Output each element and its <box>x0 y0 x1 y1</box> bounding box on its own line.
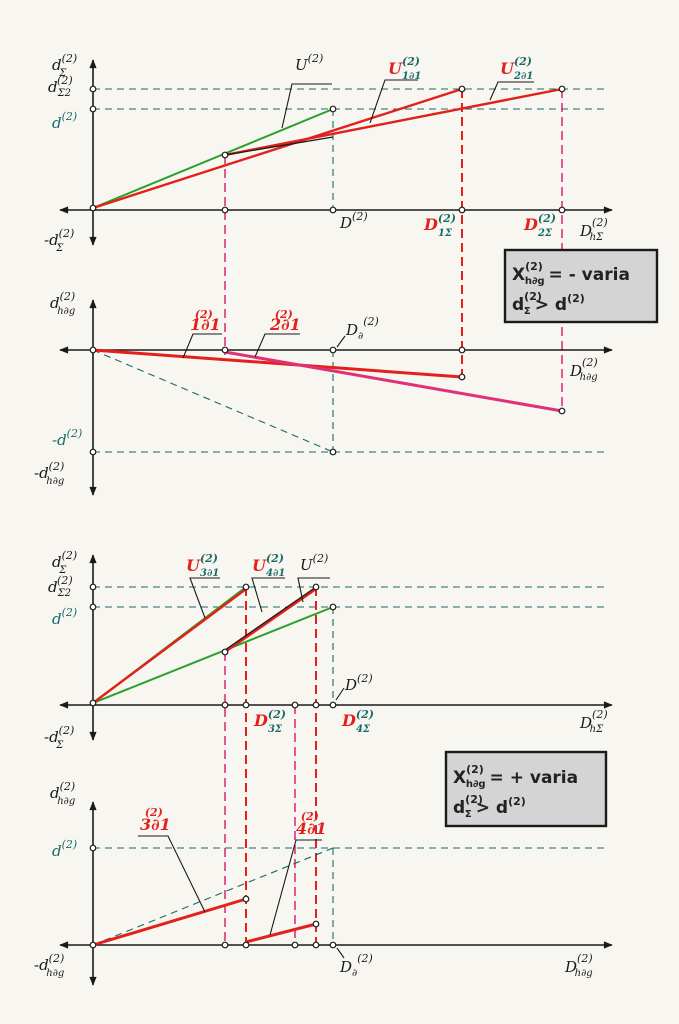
panel1-line-U <box>92 108 334 209</box>
panel3-line-U4-black <box>224 586 317 651</box>
panel-2-dhdg: d(2)h∂g -d(2) -d(2)h∂g 1∂1(2) 2∂1(2) D∂(… <box>34 290 613 496</box>
panel4-point-D: D∂(2) <box>339 952 373 979</box>
panel1-guides <box>93 88 608 210</box>
panel3-guides <box>93 586 608 705</box>
box1-condition: X(2)h∂g= - varia d(2)Σ> d(2) <box>503 248 659 324</box>
panel1-leaders <box>281 79 534 129</box>
box1-line1: X(2)h∂g= - varia <box>512 260 630 287</box>
panel1-line-U1 <box>92 87 463 210</box>
panel3-line-U <box>92 606 334 704</box>
panel1-point-D1: D(2)1Σ <box>423 212 456 239</box>
panel2-guides <box>92 349 608 453</box>
box2-line2: d(2)Σ> d(2) <box>453 793 526 820</box>
panel3-drops <box>224 587 317 945</box>
panel4-y-axis-neg-label: -d(2)h∂g <box>34 952 64 979</box>
panel1-point-D2: D(2)2Σ <box>523 212 556 239</box>
panel1-label-U2: U(2)2∂1 <box>500 55 533 82</box>
panel1-point-D: D(2) <box>339 210 368 232</box>
panel1-label-U1: U(2)1∂1 <box>388 55 421 82</box>
panel1-y-axis-label: d(2)Σ <box>52 52 77 79</box>
panel2-label-1d1: 1∂1(2) <box>190 308 221 334</box>
panel2-points <box>89 346 566 456</box>
panel2-y-axis-label: d(2)h∂g <box>50 290 75 317</box>
panel3-label-U4: U(2)4∂1 <box>252 552 285 579</box>
panel4-leaders <box>138 835 345 959</box>
panel3-y-axis-neg-label: -d(2)Σ <box>44 724 74 751</box>
panel-3-dsigma: d(2)Σ dΣ2(2) d(2) -d(2)Σ U(2)3∂1 U(2)4∂1… <box>44 549 613 945</box>
panel2-leaders <box>182 333 346 359</box>
panel-4-dhdg: d(2)h∂g d(2) -d(2)h∂g 3∂1(2) 4∂1(2) D∂(2… <box>34 780 613 986</box>
box2-condition: X(2)h∂g= + varia d(2)Σ> d(2) <box>444 750 608 828</box>
panel3-y-axis-label: d(2)Σ <box>52 549 77 576</box>
panel4-line-3d1 <box>92 897 247 947</box>
panel3-x-axis-label: D(2)hΣ <box>579 708 608 735</box>
panel3-leaders <box>189 577 345 701</box>
panel1-x-axis-label: D(2)hΣ <box>579 216 608 243</box>
panel2-x-axis-label: D(2)h∂g <box>569 356 598 383</box>
panel4-tick-d2: d(2) <box>52 838 77 860</box>
panel2-y-axis-neg-label: -d(2)h∂g <box>34 460 64 487</box>
box2-line1: X(2)h∂g= + varia <box>453 763 578 790</box>
panel3-label-U3: U(2)3∂1 <box>186 552 219 579</box>
panel4-label-3d1: 3∂1(2) <box>140 806 171 834</box>
panel1-tick-d2: d(2) <box>52 110 77 132</box>
box1-line2: d(2)Σ> d(2) <box>512 290 585 317</box>
panel-1-dsigma: d(2)Σ dΣ2(2) d(2) -d(2)Σ U(2) U(2)1∂1 U(… <box>44 52 613 412</box>
panel2-tick-neg-d2: -d(2) <box>52 427 82 449</box>
panel3-line-U3 <box>92 588 247 704</box>
panel3-tick-d2: d(2) <box>52 606 77 628</box>
panel4-y-axis-label: d(2)h∂g <box>50 780 75 807</box>
panel1-line-U2 <box>224 87 563 157</box>
panel2-label-2d1: 2∂1(2) <box>269 308 301 334</box>
panel4-x-axis-label: D(2)h∂g <box>564 952 593 979</box>
panel4-line-4d1 <box>245 922 317 944</box>
panel3-point-D3: D(2)3Σ <box>253 708 286 735</box>
panel3-points <box>89 583 337 709</box>
panel4-points <box>89 844 337 949</box>
panel3-tick-dsigma2: dΣ2(2) <box>48 574 73 599</box>
panel1-label-U: U(2) <box>295 52 323 74</box>
panel1-line-U-black <box>224 136 334 156</box>
panel3-line-U4 <box>224 588 317 653</box>
panel2-line-2d1 <box>224 350 563 413</box>
panel1-tick-dsigma2: dΣ2(2) <box>48 74 73 99</box>
panel3-label-U: U(2) <box>300 552 328 574</box>
panel2-line-1d1 <box>92 348 463 379</box>
panel2-point-D: D∂(2) <box>345 315 379 342</box>
panel3-point-D4: D(2)4Σ <box>341 708 374 735</box>
panel3-point-D: D(2) <box>344 672 373 694</box>
panel1-y-axis-neg-label: -d(2)Σ <box>44 227 74 254</box>
panel4-label-4d1: 4∂1(2) <box>296 810 327 838</box>
panel4-guides <box>92 847 608 946</box>
panel1-points <box>89 85 566 214</box>
